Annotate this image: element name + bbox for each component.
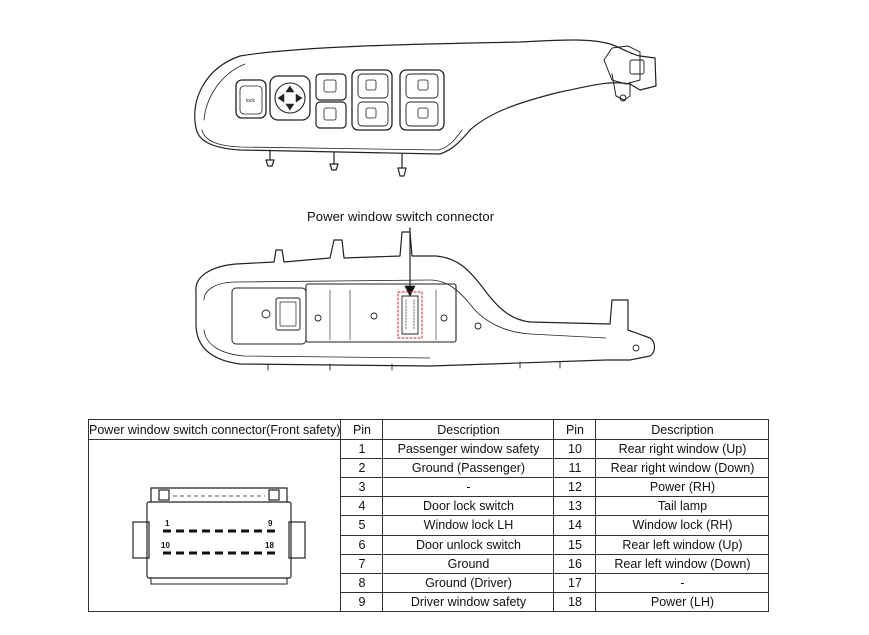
pin-description: Rear left window (Down) [595, 553, 770, 574]
pin-number: 14 [553, 515, 597, 536]
table-row: 9 Driver window safety 18 Power (LH) [89, 591, 770, 613]
header-connector: Power window switch connector(Front safe… [87, 419, 342, 440]
pin-number: 6 [340, 534, 384, 555]
pin-number: 7 [340, 553, 384, 574]
pin-number: 11 [553, 458, 597, 479]
pin-number: 1 [340, 438, 384, 460]
pin-label-9: 9 [268, 519, 273, 528]
pin-number: 2 [340, 458, 384, 479]
header-pin: Pin [553, 419, 597, 440]
pin-number: 8 [340, 572, 384, 593]
table-row: 2 Ground (Passenger) 11 Rear right windo… [89, 458, 770, 479]
pin-description: Ground (Passenger) [382, 458, 555, 479]
pin-description: Rear right window (Up) [595, 438, 770, 460]
pin-number: 4 [340, 496, 384, 517]
pin-description: Rear right window (Down) [595, 458, 770, 479]
pin-description: - [382, 477, 555, 498]
pin-number: 12 [553, 477, 597, 498]
table-row: 3 - 12 Power (RH) [89, 477, 770, 498]
pin-description: Window lock (RH) [595, 515, 770, 536]
pin-description: Ground [382, 553, 555, 574]
pin-description: Door lock switch [382, 496, 555, 517]
pin-description: Passenger window safety [382, 438, 555, 460]
pin-description: Driver window safety [382, 591, 555, 613]
pin-label-18: 18 [265, 541, 274, 550]
pin-description: Door unlock switch [382, 534, 555, 555]
table-row: 7 Ground 16 Rear left window (Down) [89, 553, 770, 574]
svg-text:lock: lock [246, 98, 255, 104]
pin-table: Power window switch connector(Front safe… [87, 419, 770, 613]
header-pin: Pin [340, 419, 384, 440]
table-header-row: Power window switch connector(Front safe… [87, 419, 770, 440]
switch-panel-top-view: lock [194, 39, 657, 177]
connector-diagram-cell: 1 9 10 18 [87, 439, 342, 612]
pin-number: 16 [553, 553, 597, 574]
table-row: 4 Door lock switch 13 Tail lamp [89, 496, 770, 517]
pin-label-1: 1 [165, 519, 170, 528]
table-row: 1 9 10 18 1 Passenger window safety 10 R… [87, 438, 770, 612]
pin-description: Power (LH) [595, 591, 770, 613]
header-description: Description [595, 419, 770, 440]
pin-number: 3 [340, 477, 384, 498]
table-row: 5 Window lock LH 14 Window lock (RH) [89, 515, 770, 536]
pin-label-10: 10 [161, 541, 170, 550]
pin-number: 5 [340, 515, 384, 536]
connector-face-diagram: 1 9 10 18 [132, 487, 306, 585]
pin-description: Power (RH) [595, 477, 770, 498]
pin-description: Window lock LH [382, 515, 555, 536]
pin-description: Rear left window (Up) [595, 534, 770, 555]
pin-number: 15 [553, 534, 597, 555]
pin-number: 9 [340, 591, 384, 613]
connector-callout-label: Power window switch connector [307, 209, 495, 224]
pin-number: 17 [553, 572, 597, 593]
pin-description: Ground (Driver) [382, 572, 555, 593]
switch-assembly-illustration: lock [194, 39, 657, 371]
header-description: Description [382, 419, 555, 440]
pin-number: 13 [553, 496, 597, 517]
table-row: 6 Door unlock switch 15 Rear left window… [89, 534, 770, 555]
pin-number: 18 [553, 591, 597, 613]
switch-panel-bottom-view [195, 231, 656, 371]
pin-number: 10 [553, 438, 597, 460]
pin-description: - [595, 572, 770, 593]
pin-description: Tail lamp [595, 496, 770, 517]
